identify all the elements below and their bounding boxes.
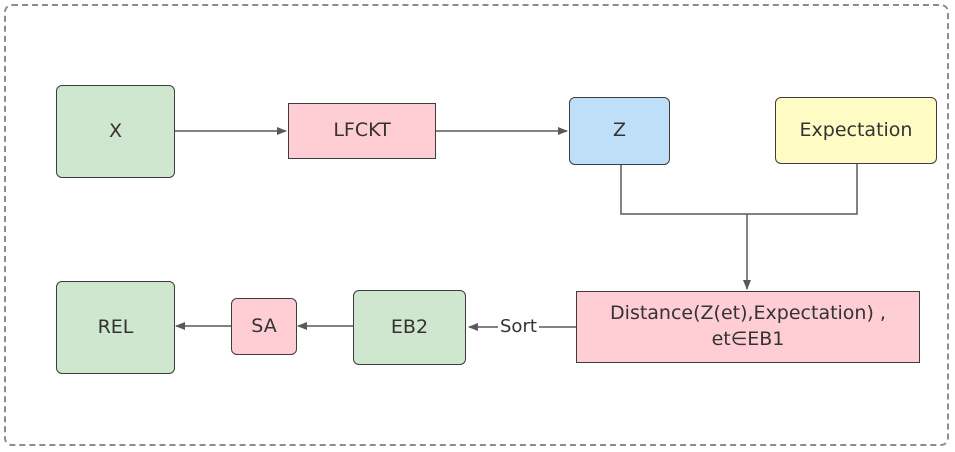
edge-label-sort: Sort (498, 316, 539, 337)
node-expectation: Expectation (775, 97, 937, 164)
node-eb2: EB2 (353, 290, 466, 365)
node-x: X (56, 85, 175, 178)
node-x-label: X (108, 119, 123, 142)
edge-z-expectation-merge (620, 164, 858, 215)
node-lfckt-label: LFCKT (333, 119, 391, 142)
node-z-label: Z (612, 119, 627, 142)
diagram-frame (4, 4, 949, 446)
node-sa: SA (231, 298, 297, 355)
node-rel: REL (56, 281, 175, 374)
node-z: Z (569, 97, 670, 165)
node-eb2-label: EB2 (390, 315, 429, 338)
node-sa-label: SA (251, 314, 277, 337)
node-expectation-label: Expectation (799, 118, 913, 141)
node-distance-label-line1: Distance(Z(et),Expectation) , (610, 302, 886, 325)
node-distance-label-line2: et∈EB1 (711, 328, 785, 350)
node-lfckt: LFCKT (288, 103, 436, 159)
node-rel-label: REL (97, 315, 134, 338)
node-distance: Distance(Z(et),Expectation) , et∈EB1 (576, 291, 920, 363)
